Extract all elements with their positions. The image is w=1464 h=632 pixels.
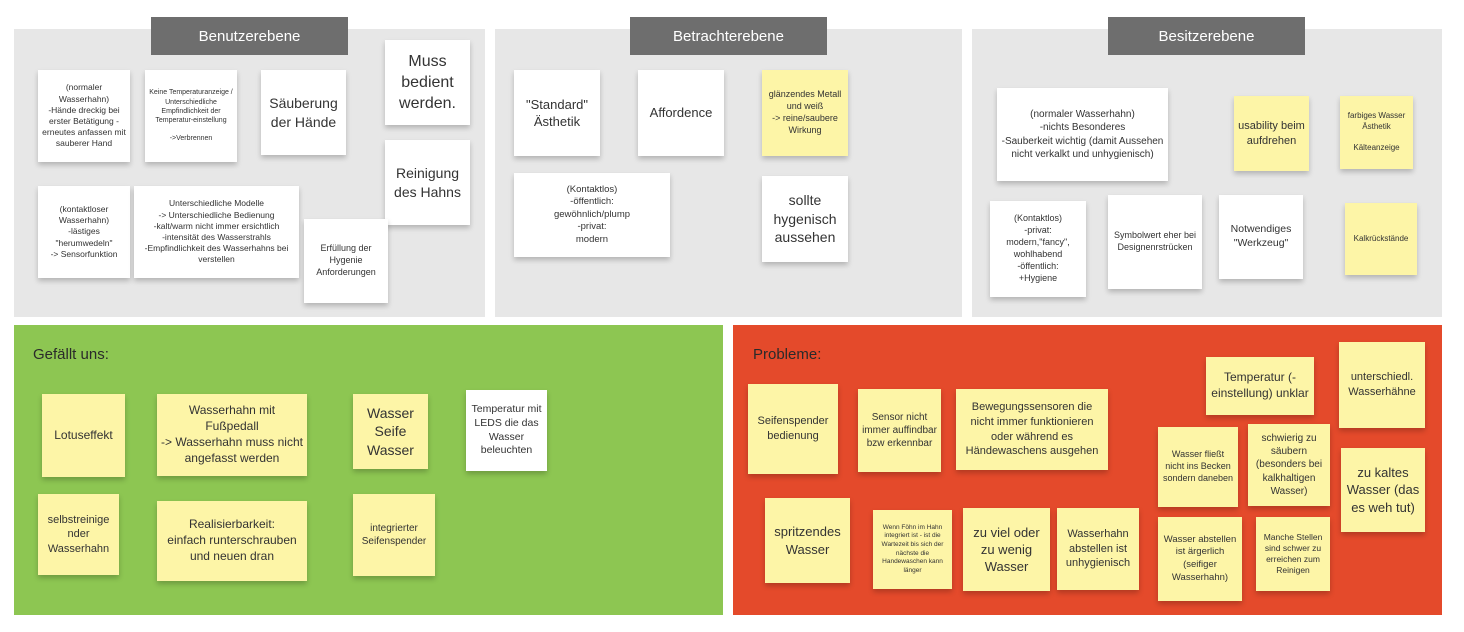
sticky-note[interactable]: farbiges Wasser Ästhetik Kälteanzeige (1340, 96, 1413, 169)
sticky-note[interactable]: spritzendes Wasser (765, 498, 850, 583)
sticky-note[interactable]: "Standard" Ästhetik (514, 70, 600, 156)
probleme-title: Probleme: (753, 346, 822, 363)
sticky-note[interactable]: Wasser fließt nicht ins Becken sondern d… (1158, 427, 1238, 507)
sticky-note[interactable]: Sensor nicht immer auffindbar bzw erkenn… (858, 389, 941, 472)
sticky-note[interactable]: Lotuseffekt (42, 394, 125, 477)
sticky-note[interactable]: unterschiedl. Wasserhähne (1339, 342, 1425, 428)
sticky-note[interactable]: (kontaktloser Wasserhahn) -lästiges "her… (38, 186, 130, 278)
sticky-note[interactable]: Affordence (638, 70, 724, 156)
sticky-note[interactable]: sollte hygenisch aussehen (762, 176, 848, 262)
sticky-note[interactable]: Wasserhahn mit Fußpedall -> Wasserhahn m… (157, 394, 307, 476)
sticky-note[interactable]: (Kontaktlos) -öffentlich: gewöhnlich/plu… (514, 173, 670, 257)
sticky-note[interactable]: Wenn Föhn im Hahn integriert ist - ist d… (873, 510, 952, 589)
sticky-note[interactable]: glänzendes Metall und weiß -> reine/saub… (762, 70, 848, 156)
sticky-note[interactable]: Wasser abstellen ist ärgerlich (seifiger… (1158, 517, 1242, 601)
sticky-note[interactable]: Realisierbarkeit: einfach runterschraube… (157, 501, 307, 581)
sticky-note[interactable]: Säuberung der Hände (261, 70, 346, 155)
sticky-note[interactable]: Keine Temperaturanzeige / Unterschiedlic… (145, 70, 237, 162)
sticky-note[interactable]: Reinigung des Hahns (385, 140, 470, 225)
sticky-note[interactable]: Wasser Seife Wasser (353, 394, 428, 469)
sticky-note[interactable]: (Kontaktlos) -privat: modern,"fancy", wo… (990, 201, 1086, 297)
betrachterebene-header: Betrachterebene (630, 17, 827, 55)
sticky-note[interactable]: integrierter Seifenspender (353, 494, 435, 576)
sticky-note[interactable]: Unterschiedliche Modelle -> Unterschiedl… (134, 186, 299, 278)
sticky-note[interactable]: schwierig zu säubern (besonders bei kalk… (1248, 424, 1330, 506)
sticky-note[interactable]: (normaler Wasserhahn) -nichts Besonderes… (997, 88, 1168, 181)
sticky-note[interactable]: Erfüllung der Hygenie Anforderungen (304, 219, 388, 303)
sticky-note[interactable]: Wasserhahn abstellen ist unhygienisch (1057, 508, 1139, 590)
sticky-note[interactable]: (normaler Wasserhahn) -Hände dreckig bei… (38, 70, 130, 162)
sticky-note[interactable]: Symbolwert eher bei Designenrstrücken (1108, 195, 1202, 289)
sticky-note[interactable]: Kalkrückstände (1345, 203, 1417, 275)
sticky-note[interactable]: zu viel oder zu wenig Wasser (963, 508, 1050, 591)
sticky-note[interactable]: Notwendiges "Werkzeug" (1219, 195, 1303, 279)
sticky-note[interactable]: Muss bedient werden. (385, 40, 470, 125)
sticky-note[interactable]: selbstreinige nder Wasserhahn (38, 494, 119, 575)
sticky-note[interactable]: zu kaltes Wasser (das es weh tut) (1341, 448, 1425, 532)
sticky-note[interactable]: Bewegungssensoren die nicht immer funkti… (956, 389, 1108, 470)
sticky-note[interactable]: usability beim aufdrehen (1234, 96, 1309, 171)
besitzerebene-header: Besitzerebene (1108, 17, 1305, 55)
sticky-note[interactable]: Temperatur (-einstellung) unklar (1206, 357, 1314, 415)
sticky-note[interactable]: Manche Stellen sind schwer zu erreichen … (1256, 517, 1330, 591)
benutzerebene-header: Benutzerebene (151, 17, 348, 55)
sticky-note[interactable]: Temperatur mit LEDS die das Wasser beleu… (466, 390, 547, 471)
sticky-note[interactable]: Seifenspender bedienung (748, 384, 838, 474)
gefaellt-uns-title: Gefällt uns: (33, 346, 109, 363)
